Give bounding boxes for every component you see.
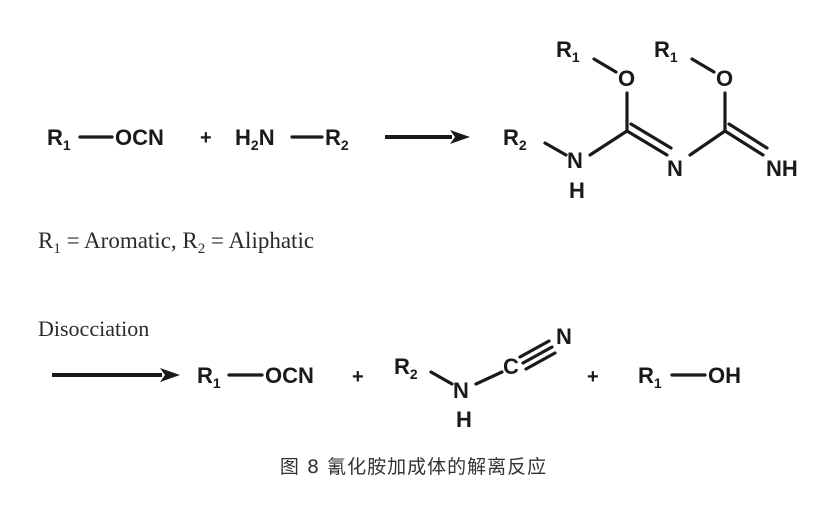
n-c1-bond [588,129,629,157]
p2b-r2-n-bond [429,370,454,386]
dissociation-product-cyanamide: R2 N H C N [394,324,572,432]
dissociation-product-cyanate: R1 OCN [197,363,314,391]
p2b-r2-label: R [394,354,410,379]
p2a-r1-subscript: 1 [213,375,221,391]
o1-r1-bond [592,57,618,74]
p2b-n-c-bond [474,370,504,386]
c1-n-double-bond-a [625,129,669,157]
svg-text:R1: R1 [638,363,662,391]
svg-text:R1: R1 [197,363,221,391]
def-r2: R [182,228,198,253]
p2b-n: N [453,378,469,403]
p2b-triple-bond-c [524,351,557,371]
svg-text:R2: R2 [325,125,349,153]
c2-nh-double-bond-b [727,122,769,150]
product-r2-label: R [503,125,519,150]
c1-n-double-bond-b [629,122,673,150]
plus-sign-3: + [587,366,599,388]
p2a-ocn-group: OCN [265,363,314,388]
product-nh-end: NH [766,156,798,181]
svg-text:R2: R2 [394,354,418,382]
svg-text:R2: R2 [503,125,527,153]
svg-text:H2N: H2N [235,125,275,153]
p2c-r1-subscript: 1 [654,375,662,391]
figure-caption: 图 8 氰化胺加成体的解离反应 [279,456,548,478]
reaction-scheme: R1 OCN + H2N R2 R2 N H O R1 N O R1 NH R1… [38,37,798,432]
svg-text:R1: R1 [556,37,580,65]
p2b-c: C [503,354,519,379]
product-o1: O [618,66,635,91]
plus-sign-2: + [352,366,364,388]
def-r2-subscript: 2 [198,241,206,257]
p2b-n-terminal: N [556,324,572,349]
reactant-amine: H2N R2 [235,125,349,153]
product-n-mid: N [667,156,683,181]
p2c-oh-group: OH [708,363,741,388]
r2-label: R [325,125,341,150]
p2b-triple-bond-a [518,339,551,359]
product-adduct: R2 N H O R1 N O R1 NH [503,37,798,203]
def-r2-text: = Aliphatic [205,228,314,253]
p2c-r1-label: R [638,363,654,388]
def-r1-subscript: 1 [53,241,61,257]
p2a-r1-label: R [197,363,213,388]
reactant-cyanate-ester: R1 OCN [47,125,164,153]
p2b-triple-bond-b [521,345,554,365]
product-r1a-label: R [556,37,572,62]
product-r1b-label: R [654,37,670,62]
svg-text:R1: R1 [654,37,678,65]
plus-sign-1: + [200,127,212,149]
ocn-group: OCN [115,125,164,150]
n-c2-bond [688,129,727,157]
r2-n-bond [543,141,568,157]
p2b-r2-subscript: 2 [410,366,418,382]
product-r2-subscript: 2 [519,137,527,153]
r1-label: R [47,125,63,150]
r1-subscript: 1 [63,137,71,153]
r2-subscript: 2 [341,137,349,153]
def-r1: R [38,228,54,253]
product-r1b-subscript: 1 [670,49,678,65]
svg-text:R1: R1 [47,125,71,153]
def-r1-text: = Aromatic, [61,228,183,253]
product-o2: O [716,66,733,91]
o2-r1-bond [690,57,716,74]
p2b-h: H [456,407,472,432]
h2-label: H [235,125,251,150]
amine-n-label: N [259,125,275,150]
c2-nh-double-bond-a [723,129,765,157]
product-r1a-subscript: 1 [572,49,580,65]
substituent-definition: R1 = Aromatic, R2 = Aliphatic [38,228,314,257]
h2-subscript: 2 [251,137,259,153]
product-nh-n: N [567,148,583,173]
dissociation-product-alcohol: R1 OH [638,363,741,391]
dissociation-label: Disocciation [38,316,149,341]
product-nh-h: H [569,178,585,203]
